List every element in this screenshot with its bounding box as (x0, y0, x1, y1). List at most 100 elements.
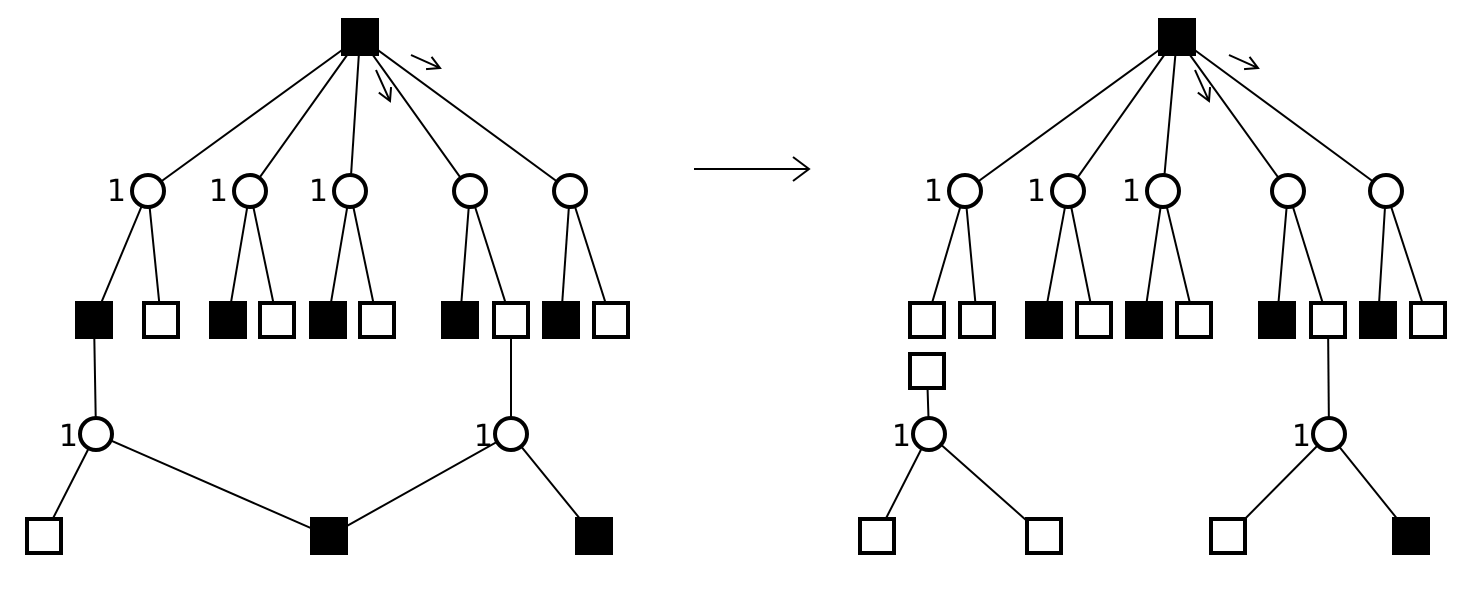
left-choice-edge-2a (327, 190, 351, 321)
right-root-edge-1 (1067, 36, 1178, 192)
left-lower-label-1: 1 (474, 419, 493, 454)
right-choice-edge-1b (1067, 190, 1095, 321)
right-root-edge-0 (964, 36, 1178, 192)
right-choice-circle-2 (1145, 173, 1181, 209)
left-choice-edge-0a (93, 190, 149, 321)
right-choice-circle-3 (1270, 173, 1306, 209)
left-root-square (341, 18, 379, 56)
left-root-edge-2 (349, 36, 361, 192)
right-side-arrow-shaft (1228, 54, 1259, 69)
right-root-square (1158, 18, 1196, 56)
left-lower-circle-0 (78, 416, 114, 452)
right-leaf-square-4 (1125, 301, 1163, 339)
left-down-arrow-shaft (375, 69, 391, 102)
left-lower-edge-2 (328, 433, 512, 537)
right-lower-label-1: 1 (1292, 419, 1311, 454)
right-choice-edge-0b (964, 190, 978, 321)
left-choice-edge-4a (560, 190, 571, 321)
right-leaf-square-0 (908, 301, 946, 339)
right-bottom-square-0 (858, 517, 896, 555)
left-circle-label-0: 1 (107, 174, 126, 209)
right-choice-edge-2b (1162, 190, 1195, 321)
left-side-arrow-head (425, 56, 442, 71)
right-circle-label-2: 1 (1122, 174, 1141, 209)
right-choice-edge-3a (1276, 190, 1289, 321)
left-root-edge-4 (359, 36, 571, 192)
right-choice-edge-1a (1043, 190, 1069, 321)
right-lower-circle-1 (1311, 416, 1347, 452)
right-lower-circle-0 (911, 416, 947, 452)
right-lower-edge-1 (928, 433, 1045, 537)
right-down-arrow-head (1197, 86, 1212, 103)
right-root-edge-4 (1176, 36, 1387, 192)
right-choice-circle-1 (1050, 173, 1086, 209)
right-leaf-square-9 (1409, 301, 1447, 339)
right-bottom-square-2 (1209, 517, 1247, 555)
left-choice-edge-1a (227, 190, 251, 321)
left-root-edge-1 (249, 36, 361, 192)
right-root-edge-3 (1176, 36, 1289, 192)
left-lower-edge-1 (95, 433, 330, 537)
left-leaf-square-2 (209, 301, 247, 339)
left-choice-edge-3a (459, 190, 471, 321)
left-leaf-square-6 (441, 301, 479, 339)
left-choice-edge-4b (569, 190, 612, 321)
left-circle-label-2: 1 (309, 174, 328, 209)
right-choice-edge-3b (1287, 190, 1329, 321)
left-choice-edge-0b (147, 190, 162, 321)
right-choice-edge-4a (1377, 190, 1387, 321)
right-choice-edge-0a (926, 190, 966, 321)
left-choice-circle-3 (452, 173, 488, 209)
left-choice-edge-1b (249, 190, 278, 321)
right-bottom-square-1 (1025, 517, 1063, 555)
left-down-arrow-head (378, 86, 393, 103)
right-side-arrow-head (1243, 56, 1260, 71)
right-leaf-square-5 (1175, 301, 1213, 339)
left-leaf-square-3 (258, 301, 296, 339)
right-circle-label-1: 1 (1027, 174, 1046, 209)
left-lower-circle-1 (493, 416, 529, 452)
left-lower-label-0: 1 (59, 419, 78, 454)
right-choice-edge-4b (1385, 190, 1429, 321)
left-bottom-square-1 (310, 517, 348, 555)
left-choice-circle-4 (552, 173, 588, 209)
edges (43, 36, 1429, 537)
transition-arrow-head (792, 156, 811, 182)
left-root-edge-0 (147, 36, 361, 192)
left-root-edge-3 (359, 36, 471, 192)
nodes (25, 18, 1447, 555)
right-leaf-square-8 (1359, 301, 1397, 339)
right-bottom-square-3 (1392, 517, 1430, 555)
left-leaf-square-7 (492, 301, 530, 339)
right-lower-label-0: 1 (892, 419, 911, 454)
left-bottom-square-2 (575, 517, 613, 555)
left-leaf-square-8 (542, 301, 580, 339)
right-leaf-square-3 (1075, 301, 1113, 339)
right-root-edge-2 (1162, 36, 1178, 192)
left-leaf-square-9 (592, 301, 630, 339)
left-leaf-square-4 (309, 301, 347, 339)
left-leaf-square-0 (75, 301, 113, 339)
left-bottom-square-0 (25, 517, 63, 555)
left-choice-circle-0 (130, 173, 166, 209)
right-choice-circle-4 (1368, 173, 1404, 209)
right-choice-edge-2a (1143, 190, 1164, 321)
labels: 1 1 1 1 1 1 1 1 1 1 (59, 174, 1311, 454)
left-leaf-square-1 (142, 301, 180, 339)
left-choice-edge-2b (349, 190, 378, 321)
arrows (375, 54, 1260, 182)
left-choice-circle-2 (332, 173, 368, 209)
right-down-arrow-shaft (1194, 69, 1210, 102)
right-leaf-square-2 (1025, 301, 1063, 339)
left-leaf-square-5 (358, 301, 396, 339)
right-leaf-square-6 (1258, 301, 1296, 339)
right-extra-square (908, 352, 946, 390)
right-leaf-square-7 (1309, 301, 1347, 339)
left-circle-label-1: 1 (209, 174, 228, 209)
right-choice-circle-0 (947, 173, 983, 209)
right-leaf-square-1 (958, 301, 996, 339)
left-choice-edge-3b (469, 190, 512, 321)
right-circle-label-0: 1 (924, 174, 943, 209)
